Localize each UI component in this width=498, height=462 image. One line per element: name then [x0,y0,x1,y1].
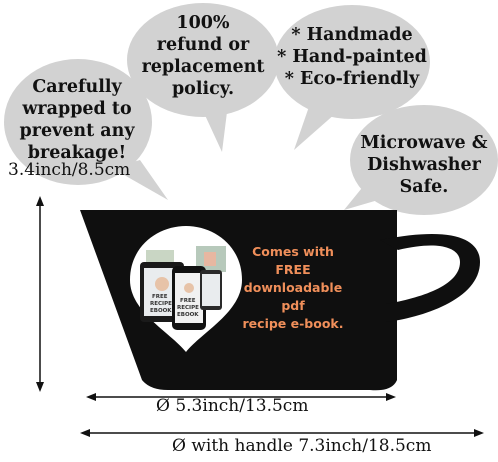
diameter-label: Ø 5.3inch/13.5cm [156,396,309,416]
ebook-promo-text: Comes with FREE downloadable pdf recipe … [234,243,352,333]
bubble-wrapped-line-3: prevent any [19,121,135,141]
bubble-microwave [344,105,498,215]
bubble-refund-text: 100% refund or replacement policy. [141,12,265,100]
bubble-microwave-line-1: Microwave & [360,133,488,153]
tablet-ebook-line-3: EBOOK [150,308,172,314]
tablet-ebook-line-2: RECIPE [150,301,172,307]
phone-ebook-line-2: RECIPE [177,305,199,311]
bubble-features-text: * Handmade * Hand-painted * Eco-friendly [274,24,430,90]
diameter-arrow [86,393,396,401]
with-handle-label: Ø with handle 7.3inch/18.5cm [172,436,432,456]
bubble-refund-line-4: policy. [171,79,235,99]
phone-ebook-line-1: FREE [180,298,196,304]
bubble-refund-line-1: 100% [176,13,230,33]
height-arrow [36,196,44,392]
bubble-wrapped-line-2: wrapped to [22,99,132,119]
bubble-refund [127,3,279,152]
bubble-microwave-line-2: Dishwasher [367,155,481,175]
promo-line-2: FREE [275,262,311,277]
bubble-wrapped [4,59,168,200]
promo-line-4: pdf [281,298,305,313]
bubble-wrapped-text: Carefully wrapped to prevent any breakag… [18,76,136,164]
bubble-features [274,5,430,150]
promo-line-1: Comes with [252,244,334,259]
bubble-refund-line-3: replacement [141,57,265,77]
bubble-microwave-line-3: Safe. [399,177,449,197]
bubble-features-line-2: * Hand-painted [277,47,427,67]
bubble-refund-line-2: refund or [156,35,250,55]
promo-line-3: downloadable [243,280,343,295]
height-label: 3.4inch/8.5cm [8,160,131,180]
bubble-microwave-text: Microwave & Dishwasher Safe. [360,132,488,198]
bubble-wrapped-line-4: breakage! [27,143,127,163]
ebook-pin-frame: FREE RECIPE EBOOK FREE RECIPE EBOOK [130,226,242,352]
tablet-ebook-line-1: FREE [152,294,168,300]
with-handle-arrow [80,429,484,437]
bubble-features-line-3: * Eco-friendly [284,69,420,89]
phone-ebook-line-3: EBOOK [177,312,199,318]
bubble-wrapped-line-1: Carefully [32,77,122,97]
promo-line-5: recipe e-book. [242,316,344,331]
bubble-features-line-1: * Handmade [291,25,413,45]
